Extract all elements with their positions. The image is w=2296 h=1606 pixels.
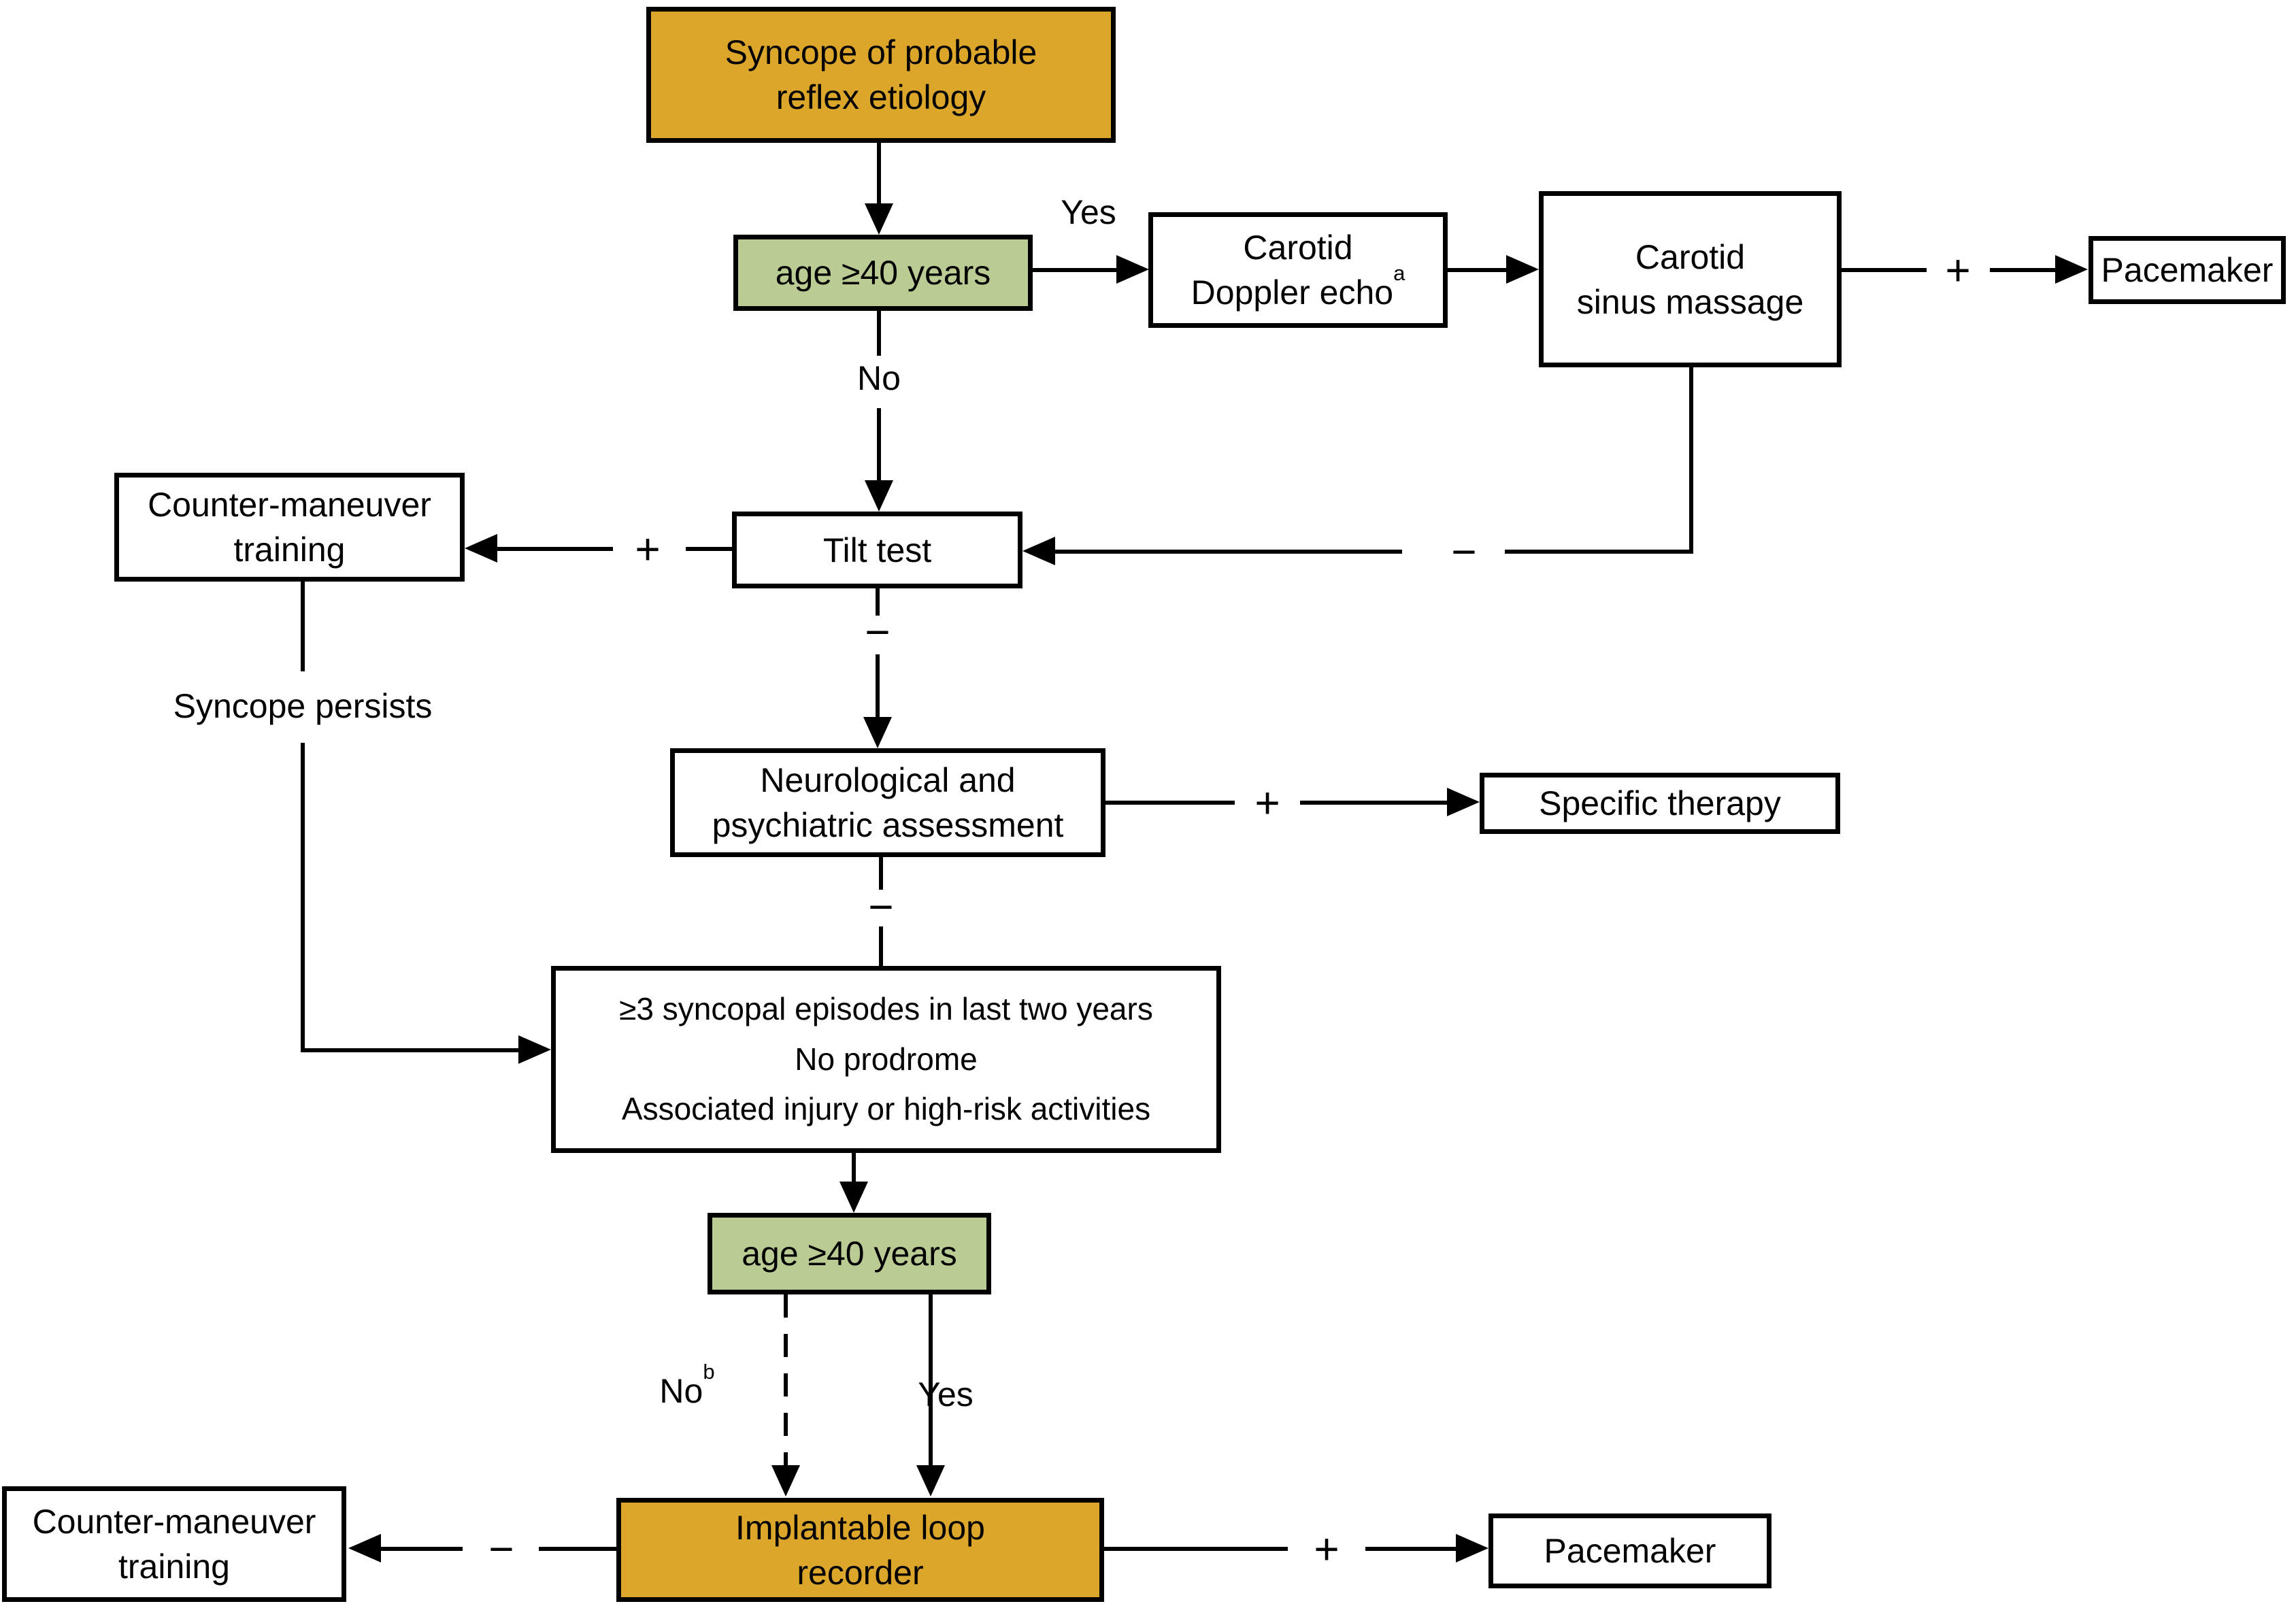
arrowhead-down-icon (865, 203, 893, 235)
edge-neuro-specific-line2 (1300, 801, 1447, 805)
edge-age40-tilt-line1 (877, 311, 881, 356)
edge-csm-tilt-vline (1689, 367, 1693, 552)
label-syncope-persists: Syncope persists (173, 687, 433, 725)
arrowhead-right-icon (1506, 255, 1539, 284)
node-text: sinus massage (1576, 282, 1804, 321)
edge-neuro-specific-line1 (1105, 801, 1235, 805)
arrowhead-right-icon (1456, 1534, 1488, 1562)
arrowhead-left-icon (1022, 537, 1055, 565)
node-text: Carotid (1243, 229, 1353, 267)
edge-cmt-criteria-vline2 (301, 743, 305, 1052)
edge-age40-tilt-line2 (877, 408, 881, 481)
label-plus-tilt-cmt: + (635, 524, 661, 573)
node-specific-therapy: Specific therapy (1480, 773, 1840, 834)
node-text: Doppler echoa (1191, 261, 1405, 312)
edge-age40-ilr-solid-line (929, 1294, 933, 1466)
node-pacemaker-bottom: Pacemaker (1488, 1513, 1771, 1588)
arrowhead-right-icon (518, 1035, 551, 1064)
node-text: age ≥40 years (775, 254, 991, 292)
node-text: Associated injury or high-risk activitie… (621, 1091, 1151, 1127)
edge-tilt-neuro-line2 (876, 654, 880, 719)
arrowhead-down-icon (865, 480, 893, 512)
edge-neuro-criteria-line1 (879, 857, 883, 890)
node-text: No prodrome (795, 1041, 978, 1077)
label-yes-top: Yes (1061, 193, 1116, 231)
edge-csm-pacemaker-line2 (1990, 268, 2057, 272)
node-text: age ≥40 years (742, 1235, 957, 1273)
node-text: Implantable loop (735, 1508, 985, 1547)
arrowhead-left-icon (465, 534, 497, 563)
node-neuro-psych-assessment: Neurological and psychiatric assessment (670, 748, 1105, 857)
node-text: psychiatric assessment (712, 806, 1064, 844)
node-age-40-bottom: age ≥40 years (708, 1213, 991, 1294)
node-syncope-reflex-etiology: Syncope of probable reflex etiology (646, 7, 1116, 143)
edge-criteria-age40-line (852, 1153, 856, 1184)
node-text: Counter-maneuver (148, 486, 431, 524)
node-text: reflex etiology (776, 78, 986, 116)
edge-neuro-criteria-line2 (879, 926, 883, 966)
arrowhead-left-icon (348, 1534, 381, 1562)
edge-cmt-criteria-vline1 (301, 582, 305, 671)
node-risk-criteria: ≥3 syncopal episodes in last two years N… (551, 966, 1221, 1153)
node-text: Pacemaker (1544, 1532, 1716, 1570)
node-text: Syncope of probable (725, 33, 1037, 71)
arrowhead-right-icon (1116, 255, 1149, 284)
node-carotid-sinus-massage: Carotid sinus massage (1539, 191, 1842, 367)
edge-ilr-pacemaker-line1 (1104, 1547, 1288, 1551)
node-implantable-loop-recorder: Implantable loop recorder (616, 1498, 1104, 1602)
node-text: Neurological and (760, 761, 1016, 799)
label-minus-tilt-neuro: − (865, 607, 891, 656)
arrowhead-down-icon (839, 1182, 868, 1213)
arrowhead-down-icon (771, 1465, 800, 1496)
node-text: Carotid (1635, 237, 1746, 276)
node-text: training (118, 1548, 230, 1586)
node-tilt-test: Tilt test (732, 512, 1022, 588)
edge-csm-tilt-hline2 (1055, 550, 1402, 554)
node-text: Tilt test (822, 531, 932, 569)
edge-ilr-cmt-line2 (381, 1547, 463, 1551)
label-minus-ilr-cmt: − (488, 1524, 514, 1573)
node-pacemaker-top: Pacemaker (2089, 236, 2286, 304)
edge-ilr-pacemaker-line2 (1365, 1547, 1456, 1551)
node-text: Specific therapy (1539, 784, 1781, 822)
arrowhead-right-icon (1447, 788, 1480, 816)
node-text: ≥3 syncopal episodes in last two years (619, 991, 1153, 1027)
edge-tilt-cmt-line1 (686, 547, 732, 551)
label-minus-csm-tilt: − (1451, 527, 1477, 576)
edge-ilr-cmt-line1 (539, 1547, 616, 1551)
edge-syncope-age40-line (877, 143, 881, 207)
node-text: training (233, 531, 346, 569)
label-plus-neuro-specific: + (1254, 778, 1280, 827)
label-minus-neuro-criteria: − (868, 882, 894, 931)
label-plus-csm-pacemaker: + (1945, 246, 1971, 295)
node-text: Pacemaker (2101, 251, 2274, 289)
edge-cmt-criteria-hline (301, 1048, 518, 1052)
arrowhead-down-icon (916, 1465, 945, 1496)
edge-csm-pacemaker-line (1842, 268, 1927, 272)
edge-age40-ilr-dashed-line (784, 1294, 788, 1466)
edge-tilt-neuro-line1 (876, 588, 880, 616)
node-counter-maneuver-training-top: Counter-maneuver training (114, 473, 465, 582)
label-plus-ilr-pacemaker: + (1314, 1524, 1340, 1573)
label-no-top: No (857, 359, 901, 397)
node-text: Counter-maneuver (32, 1503, 316, 1541)
node-carotid-doppler-echo: Carotid Doppler echoa (1148, 212, 1448, 328)
edge-tilt-cmt-line2 (497, 547, 613, 551)
label-no-bottom: Nob (659, 1360, 715, 1410)
footnote-marker-b: b (703, 1360, 715, 1384)
footnote-marker-a: a (1393, 261, 1405, 286)
node-text: recorder (797, 1553, 924, 1592)
arrowhead-down-icon (863, 717, 892, 748)
edge-age40-doppler-line (1033, 268, 1118, 272)
arrowhead-right-icon (2055, 255, 2088, 284)
label-yes-bottom: Yes (918, 1375, 974, 1413)
node-age-40-top: age ≥40 years (733, 235, 1033, 311)
edge-csm-tilt-hline1 (1505, 550, 1693, 554)
edge-doppler-csm-line (1448, 268, 1508, 272)
node-counter-maneuver-training-bottom: Counter-maneuver training (2, 1486, 346, 1602)
